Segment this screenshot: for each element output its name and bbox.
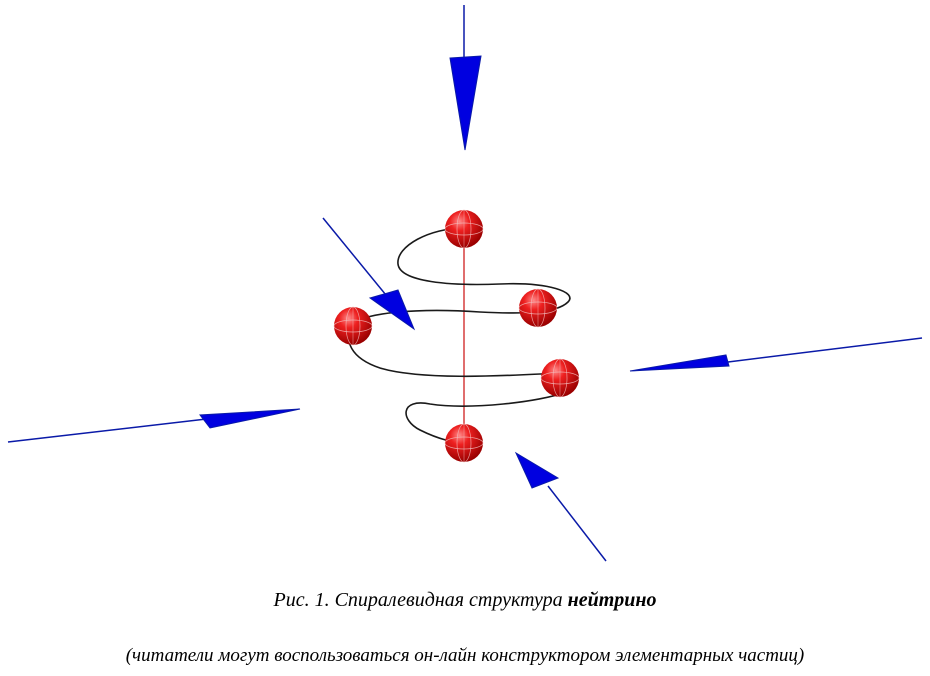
- arrow-right: [629, 337, 923, 372]
- helix-curve: [348, 227, 575, 444]
- sphere-lower-right: [540, 358, 580, 398]
- sphere-top: [444, 209, 484, 249]
- caption-prefix: Рис. 1. Спиралевидная структура: [273, 589, 568, 611]
- arrow-top: [449, 5, 482, 151]
- arrow-left: [7, 408, 301, 443]
- sphere-upper-right: [518, 288, 558, 328]
- neutrino-helix-diagram: [7, 5, 923, 562]
- caption-note: (читатели могут воспользоваться он-лайн …: [125, 645, 805, 666]
- sphere-bottom: [444, 423, 484, 463]
- arrow-upper-left: [322, 217, 416, 331]
- figure-caption: Рис. 1. Спиралевидная структура нейтрино: [0, 589, 930, 612]
- sphere-left: [333, 306, 373, 346]
- arrow-lower-right: [514, 451, 607, 562]
- caption-emphasis: нейтрино: [567, 589, 657, 611]
